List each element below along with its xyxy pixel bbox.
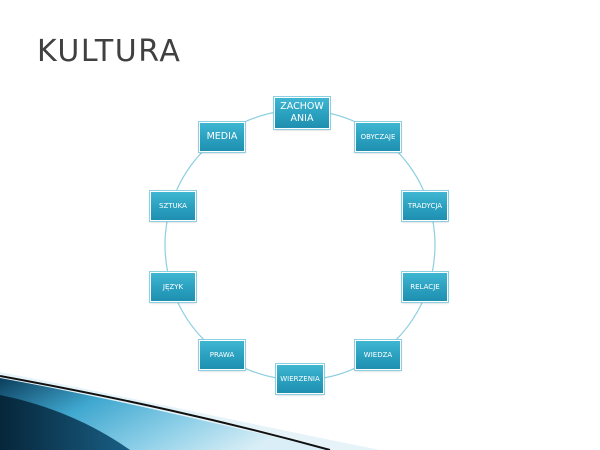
node-tradycja: TRADYCJA: [401, 190, 449, 222]
slide-title: KULTURA: [37, 34, 182, 69]
node-prawa: PRAWA: [198, 339, 246, 371]
node-wiedza: WIEDZA: [354, 339, 402, 371]
swoosh-black-stroke: [0, 375, 331, 450]
node-wierzenia: WIERZENIA: [275, 363, 325, 395]
node-media: MEDIA: [198, 121, 246, 153]
node-obyczaje: OBYCZAJE: [354, 121, 402, 153]
node-jezyk: JĘZYK: [149, 271, 197, 303]
node-zachowania: ZACHOW ANIA: [273, 96, 331, 130]
node-sztuka: SZTUKA: [149, 190, 197, 222]
node-relacje: RELACJE: [401, 271, 449, 303]
swoosh-dark-band: [0, 395, 130, 450]
